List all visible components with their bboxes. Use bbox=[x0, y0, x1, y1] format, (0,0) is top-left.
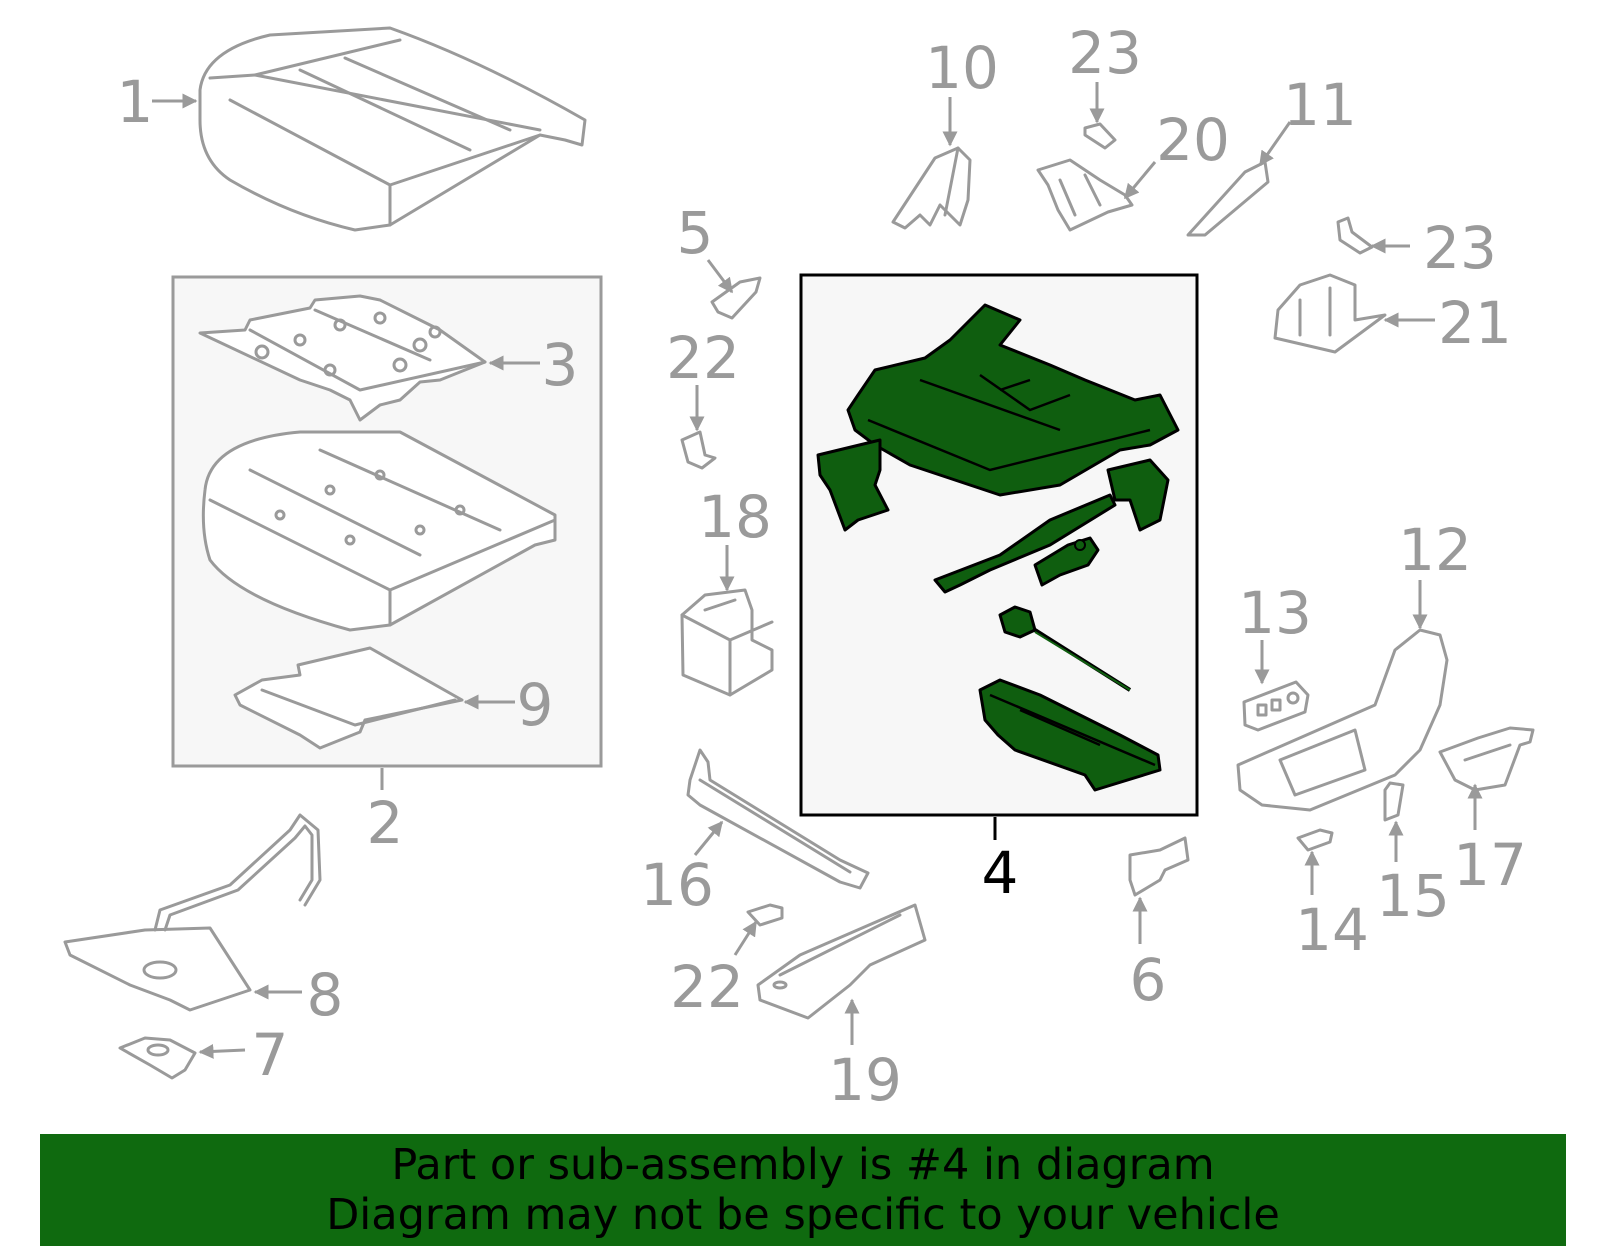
part-1-cushion-cover bbox=[198, 26, 587, 232]
parts-diagram: 1 2 3 4 5 6 7 8 9 10 11 12 13 14 15 16 1… bbox=[63, 19, 1535, 1114]
callout-18: 18 bbox=[698, 483, 772, 551]
callout-16: 16 bbox=[640, 851, 714, 919]
leader-lines bbox=[152, 82, 1483, 1059]
callout-14: 14 bbox=[1295, 896, 1369, 964]
callout-3: 3 bbox=[542, 331, 579, 399]
callout-22-lower: 22 bbox=[670, 953, 744, 1021]
part-12-side-shield bbox=[1236, 628, 1449, 812]
part-2-foam-pad bbox=[201, 430, 557, 632]
part-19-cover bbox=[756, 903, 927, 1020]
callout-7: 7 bbox=[252, 1021, 289, 1089]
callout-11: 11 bbox=[1283, 71, 1357, 139]
callout-5: 5 bbox=[677, 199, 714, 267]
callout-19: 19 bbox=[828, 1046, 902, 1114]
part-15-knob bbox=[1383, 781, 1405, 822]
info-banner: Part or sub-assembly is #4 in diagram Di… bbox=[40, 1134, 1566, 1246]
callout-4: 4 bbox=[982, 839, 1019, 907]
part-21-housing bbox=[1273, 273, 1387, 354]
callout-23-right: 23 bbox=[1423, 214, 1497, 282]
part-20-bracket bbox=[1036, 158, 1134, 232]
callout-20: 20 bbox=[1156, 106, 1230, 174]
callout-22-upper: 22 bbox=[666, 324, 740, 392]
callout-13: 13 bbox=[1238, 579, 1312, 647]
part-23-clip-right bbox=[1336, 216, 1374, 255]
callout-1: 1 bbox=[117, 68, 154, 136]
part-8-wire-harness bbox=[63, 813, 322, 1012]
part-5-clip bbox=[710, 276, 762, 320]
callout-23-top: 23 bbox=[1068, 19, 1142, 87]
part-18-module bbox=[680, 588, 774, 697]
part-4-seat-adjuster-track bbox=[816, 303, 1180, 792]
part-13-switch bbox=[1242, 680, 1310, 732]
part-14-knob bbox=[1296, 828, 1334, 852]
callout-10: 10 bbox=[925, 34, 999, 102]
callout-8: 8 bbox=[307, 961, 344, 1029]
callout-17: 17 bbox=[1453, 831, 1527, 899]
part-3-seat-pan-plate bbox=[198, 294, 487, 422]
banner-line-2: Diagram may not be specific to your vehi… bbox=[326, 1190, 1280, 1240]
callout-2: 2 bbox=[367, 789, 404, 857]
banner-line-1: Part or sub-assembly is #4 in diagram bbox=[391, 1140, 1215, 1190]
part-11-trim-strip bbox=[1186, 160, 1270, 237]
callout-12: 12 bbox=[1398, 516, 1472, 584]
part-7-bracket bbox=[118, 1036, 197, 1080]
part-10-trim bbox=[891, 146, 972, 230]
part-6-bracket bbox=[1128, 836, 1190, 897]
callout-15: 15 bbox=[1376, 862, 1450, 930]
part-22-clip-upper bbox=[680, 430, 717, 470]
callout-6: 6 bbox=[1130, 946, 1167, 1014]
part-16-rail-cover bbox=[686, 748, 870, 890]
part-9-heater-mat bbox=[233, 646, 464, 750]
callout-labels: 1 2 3 4 5 6 7 8 9 10 11 12 13 14 15 16 1… bbox=[117, 19, 1527, 1114]
part-22-clip-lower bbox=[746, 903, 784, 927]
part-17-trim bbox=[1438, 726, 1535, 792]
callout-21: 21 bbox=[1438, 289, 1512, 357]
part-23-clip-top bbox=[1083, 122, 1117, 150]
callout-9: 9 bbox=[517, 671, 554, 739]
